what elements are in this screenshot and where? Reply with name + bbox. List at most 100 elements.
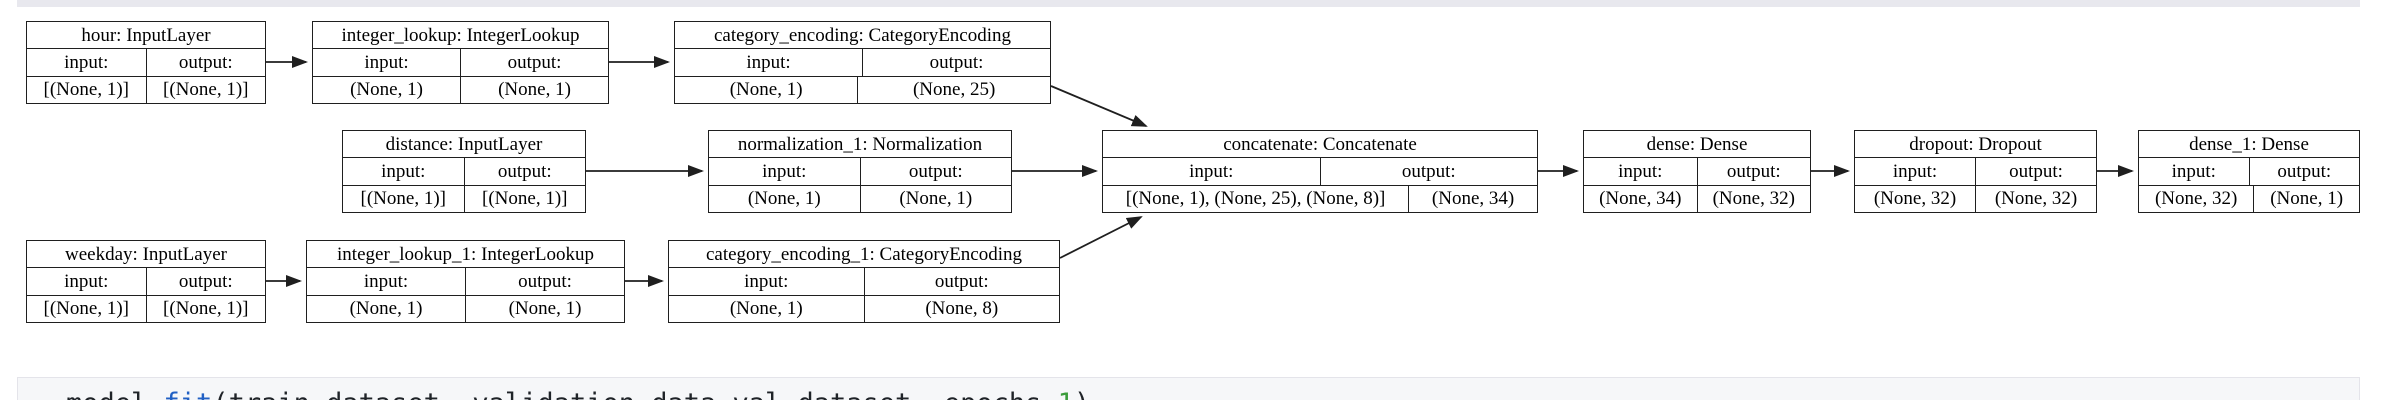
output-shape: [(None, 1)] bbox=[145, 76, 266, 103]
io-header-row: input: output: bbox=[675, 49, 1050, 76]
io-shape-row: (None, 34) (None, 32) bbox=[1584, 184, 1811, 212]
edge-category_encoding-to-concatenate bbox=[1050, 85, 1148, 127]
input-label: input: bbox=[1618, 160, 1663, 182]
io-shape-row: [(None, 1)] [(None, 1)] bbox=[343, 184, 586, 212]
input-shape: (None, 34) bbox=[1599, 188, 1682, 210]
input-shape: [(None, 1)] bbox=[43, 298, 129, 320]
layer-title: dense: Dense bbox=[1584, 131, 1810, 159]
output-shape: (None, 32) bbox=[1696, 185, 1811, 212]
output-label: output: bbox=[145, 268, 266, 295]
output-shape: (None, 1) bbox=[2253, 185, 2359, 212]
output-shape: (None, 1) bbox=[465, 295, 624, 322]
io-shape-row: (None, 1)(None, 1) bbox=[313, 75, 608, 103]
output-shape: (None, 8) bbox=[863, 295, 1060, 322]
input-shape: (None, 1) bbox=[349, 298, 423, 320]
io-shape-row: [(None, 1)] [(None, 1)] bbox=[27, 75, 266, 103]
output-label: output: bbox=[2248, 158, 2360, 185]
layer-title: dense_1: Dense bbox=[2139, 131, 2359, 159]
layer-title: concatenate: Concatenate bbox=[1103, 131, 1537, 159]
input-label: input: bbox=[363, 270, 409, 292]
io-header-row: input: output: bbox=[1855, 158, 2096, 185]
io-header-row: input: output: bbox=[307, 268, 624, 295]
input-label: input: bbox=[746, 51, 791, 73]
code-token-number: 1 bbox=[1058, 388, 1074, 400]
input-shape: [(None, 1), (None, 25), (None, 8)] bbox=[1125, 188, 1386, 210]
output-label: output: bbox=[463, 158, 586, 185]
output-label: output: bbox=[465, 268, 624, 295]
io-shape-row: (None, 32) (None, 32) bbox=[1855, 184, 2096, 212]
io-header-row: input: output: bbox=[709, 158, 1012, 185]
input-label: input: bbox=[2171, 160, 2216, 182]
layer-title: category_encoding: CategoryEncoding bbox=[675, 22, 1050, 50]
code-token-plain: ) bbox=[1074, 388, 1090, 400]
previous-cell-edge bbox=[17, 0, 2360, 7]
output-label: output: bbox=[460, 49, 608, 76]
io-header-row: input: output: bbox=[669, 268, 1060, 295]
input-label: input: bbox=[381, 160, 426, 182]
input-shape: (None, 1) bbox=[729, 298, 803, 320]
io-header-row: input: output: bbox=[1584, 158, 1811, 185]
output-label: output: bbox=[1975, 158, 2096, 185]
io-shape-row: (None, 1) (None, 1) bbox=[307, 294, 624, 322]
input-shape: [(None, 1)] bbox=[360, 188, 446, 210]
io-shape-row: (None, 1)(None, 1) bbox=[709, 184, 1011, 212]
layer-title: integer_lookup_1: IntegerLookup bbox=[307, 241, 624, 269]
output-label: output: bbox=[862, 49, 1050, 76]
output-label: output: bbox=[1319, 158, 1538, 185]
io-shape-row: (None, 1) (None, 25) bbox=[675, 75, 1050, 103]
output-shape: [(None, 1)] bbox=[145, 295, 266, 322]
edge-category_encoding_1-to-concatenate bbox=[1059, 216, 1143, 259]
io-header-row: input: output: bbox=[27, 49, 266, 76]
layer-title: category_encoding_1: CategoryEncoding bbox=[669, 241, 1059, 269]
layer-title: hour: InputLayer bbox=[27, 22, 265, 50]
input-label: input: bbox=[762, 160, 807, 182]
layer-title: distance: InputLayer bbox=[343, 131, 585, 159]
layer-title: normalization_1: Normalization bbox=[709, 131, 1011, 159]
input-shape: (None, 1) bbox=[350, 79, 423, 101]
input-shape: (None, 32) bbox=[1873, 188, 1957, 210]
input-label: input: bbox=[1189, 160, 1234, 182]
input-shape: [(None, 1)] bbox=[43, 79, 129, 101]
output-shape: (None, 34) bbox=[1408, 185, 1537, 212]
output-label: output: bbox=[863, 268, 1060, 295]
input-label: input: bbox=[64, 51, 109, 73]
input-label: input: bbox=[364, 51, 409, 73]
layer-title: dropout: Dropout bbox=[1855, 131, 2096, 159]
input-shape: (None, 1) bbox=[747, 188, 821, 210]
layer-title: integer_lookup: IntegerLookup bbox=[313, 22, 608, 50]
input-label: input: bbox=[744, 270, 789, 292]
output-label: output: bbox=[1696, 158, 1811, 185]
io-shape-row: [(None, 1)] [(None, 1)] bbox=[27, 294, 266, 322]
code-cell[interactable]: model.fit(train_dataset, validation_data… bbox=[17, 377, 2360, 400]
output-shape: (None, 32) bbox=[1975, 185, 2096, 212]
io-header-row: input: output: bbox=[27, 268, 266, 295]
code-token-plain: (train_dataset, validation_data=val_data… bbox=[212, 388, 1057, 400]
output-label: output: bbox=[145, 49, 266, 76]
input-label: input: bbox=[64, 270, 109, 292]
layer-title: weekday: InputLayer bbox=[27, 241, 265, 269]
output-shape: [(None, 1)] bbox=[463, 185, 586, 212]
output-label: output: bbox=[859, 158, 1012, 185]
output-shape: (None, 25) bbox=[857, 76, 1050, 103]
code-token-function: fit bbox=[164, 388, 213, 400]
code-token-plain: model. bbox=[66, 388, 164, 400]
io-header-row: input: output: bbox=[1103, 158, 1538, 185]
io-shape-row: (None, 1) (None, 8) bbox=[669, 294, 1060, 322]
io-shape-row: [(None, 1), (None, 25), (None, 8)] (None,… bbox=[1103, 184, 1537, 212]
io-header-row: input: output: bbox=[2139, 158, 2360, 185]
io-shape-row: (None, 32)(None, 1) bbox=[2139, 184, 2359, 212]
input-shape: (None, 1) bbox=[729, 79, 803, 101]
io-header-row: input: output: bbox=[343, 158, 586, 185]
input-label: input: bbox=[1892, 160, 1938, 182]
